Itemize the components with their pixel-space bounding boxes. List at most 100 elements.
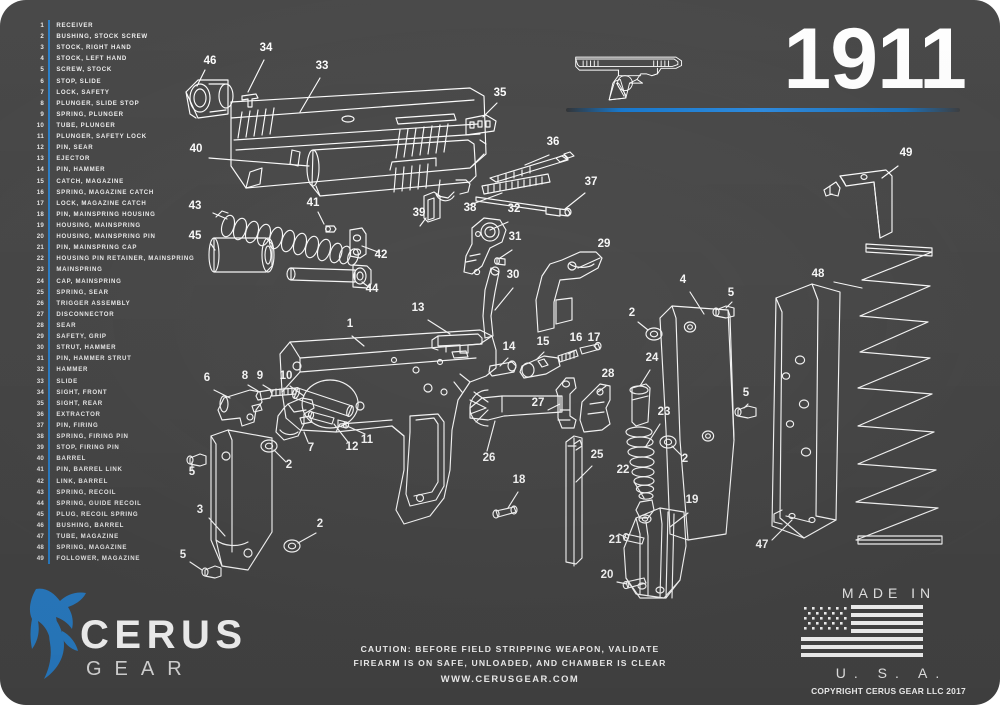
legend-number: 49 <box>36 555 44 563</box>
legend-number: 25 <box>36 288 44 296</box>
legend-accent-bar <box>48 553 51 565</box>
legend-accent-bar <box>48 108 51 120</box>
part-35-rear-sight <box>465 114 497 136</box>
legend-number: 34 <box>36 388 44 396</box>
leader-3 <box>208 517 226 537</box>
legend-label: HOUSING PIN RETAINER, MAINSPRING <box>56 255 195 263</box>
website-url[interactable]: WWW.CERUSGEAR.COM <box>440 673 580 684</box>
diagram-callout-1: 1 <box>347 318 354 330</box>
legend-number: 30 <box>36 344 44 352</box>
legend-number: 9 <box>40 110 44 118</box>
part-3-stock-right-hand <box>210 429 273 571</box>
legend-number: 10 <box>36 122 44 130</box>
legend-accent-bar <box>48 386 51 398</box>
legend-number: 27 <box>36 310 44 318</box>
part-5-stock-screw-d <box>734 405 757 419</box>
part-31-hammer-strut-pin <box>494 257 506 266</box>
legend-number: 5 <box>40 66 44 74</box>
part-11-safety-lock-plunger <box>337 419 350 429</box>
legend-accent-bar <box>48 319 51 332</box>
title-accent-rule <box>566 108 960 112</box>
diagram-callout-5: 5 <box>743 387 750 399</box>
legend-label: TRIGGER ASSEMBLY <box>56 299 131 307</box>
part-42-barrel-link <box>349 227 367 259</box>
legend-accent-bar <box>48 253 51 265</box>
legend-accent-bar <box>48 42 51 54</box>
part-13-ejector <box>431 333 483 354</box>
legend-accent-bar <box>48 86 51 98</box>
leader-31 <box>499 249 513 259</box>
leader-22 <box>633 481 645 499</box>
leader-23 <box>645 423 661 447</box>
part-6-slide-stop <box>217 389 263 427</box>
legend-number: 45 <box>36 510 44 518</box>
legend-label: HOUSING, MAINSPRING <box>56 222 141 230</box>
part-2-stock-screw-bushing-a <box>260 439 278 453</box>
legend-number: 46 <box>36 521 44 529</box>
part-39-firing-pin-stop <box>423 191 441 223</box>
part-45-recoil-spring-plug <box>208 237 275 273</box>
legend-label: SPRING, MAGAZINE <box>56 544 128 552</box>
legend-label: FOLLOWER, MAGAZINE <box>56 555 141 563</box>
leader-11 <box>346 425 366 435</box>
legend-number: 35 <box>36 399 44 407</box>
part-46-barrel-bushing <box>185 79 234 119</box>
leader-2b <box>297 532 317 544</box>
legend-label: CAP, MAINSPRING <box>56 277 122 285</box>
legend-number: 11 <box>37 133 44 141</box>
legend-accent-bar <box>48 142 51 154</box>
diagram-callout-48: 48 <box>812 268 825 280</box>
legend-number: 22 <box>36 255 44 263</box>
leader-35 <box>482 102 498 118</box>
legend-number: 18 <box>36 210 44 218</box>
leader-5b <box>189 561 203 571</box>
legend-accent-bar <box>48 175 51 187</box>
copyright-notice: COPYRIGHT CERUS GEAR LLC 2017 <box>811 686 966 696</box>
legend-number: 24 <box>36 277 44 285</box>
legend-label: TUBE, PLUNGER <box>56 122 116 130</box>
legend-label: PIN, MAINSPRING CAP <box>56 244 138 252</box>
diagram-callout-43: 43 <box>189 200 202 212</box>
usa-flag-icon <box>801 605 923 657</box>
legend-accent-bar <box>48 419 51 432</box>
legend-number: 2 <box>40 33 44 41</box>
brand-logo: CERUS GEAR <box>24 587 254 691</box>
part-26-trigger-assembly <box>469 389 563 427</box>
legend-label: PIN, BARREL LINK <box>56 466 123 474</box>
leader-18 <box>507 491 519 509</box>
legend-label: MAINSPRING <box>56 266 103 274</box>
legend-label: EXTRACTOR <box>56 410 101 418</box>
legend-accent-bar <box>48 408 51 420</box>
diagram-callout-2: 2 <box>682 453 688 465</box>
legend-accent-bar <box>48 453 51 465</box>
legend-label: PIN, HAMMER <box>56 166 106 174</box>
diagram-callout-7: 7 <box>308 442 314 454</box>
diagram-line-art <box>185 59 943 599</box>
leader-33 <box>299 77 321 113</box>
legend-accent-bar <box>48 486 51 498</box>
part-40-barrel <box>306 139 477 202</box>
legend-accent-bar <box>48 475 51 487</box>
leader-32 <box>489 221 509 231</box>
legend-label: SLIDE <box>56 377 78 385</box>
part-43-recoil-spring <box>215 210 359 266</box>
pistol-1911-icon <box>575 56 683 101</box>
legend-label: SPRING, RECOIL <box>56 488 117 496</box>
legend-accent-bar <box>48 497 51 509</box>
part-30-hammer-strut <box>482 266 500 339</box>
made-in-usa-block: MADE IN <box>801 585 976 696</box>
